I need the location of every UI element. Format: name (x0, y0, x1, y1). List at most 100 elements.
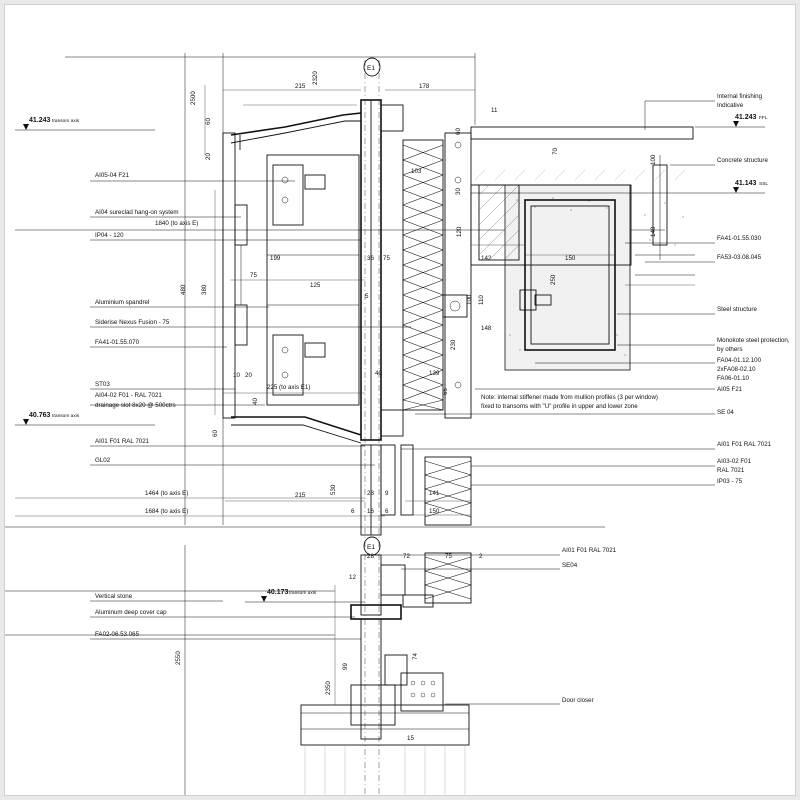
dim-6-b: 6 (385, 508, 389, 515)
dim-139: 139 (429, 370, 440, 377)
dimension-texts: 2500 2320 215 178 11 60 20 60 70 100 103… (175, 71, 657, 742)
dim-75-left: 75 (250, 272, 257, 279)
dim-215-b: 215 (295, 492, 306, 499)
level-value: 40.173 (267, 589, 289, 596)
dim-28-b: 28 (367, 553, 374, 560)
level-value: 41.243 (29, 117, 51, 124)
callout-label: drainage slot 8x20 @ 500ctrs (95, 402, 176, 409)
dim-100-b: 100 (466, 294, 473, 305)
dim-75-b: 75 (445, 553, 452, 560)
dim-178: 178 (419, 83, 430, 90)
level-value: 41.143 (735, 180, 757, 187)
dimension-lines (204, 85, 695, 705)
dim-9: 9 (385, 490, 389, 497)
dim-12: 12 (349, 574, 356, 581)
callout-label: 2xFA08-02.10 (717, 366, 756, 373)
callout-label: FA41-01.55.070 (95, 339, 140, 346)
dim-250: 250 (550, 274, 557, 285)
callout-label: GL02 (95, 457, 111, 464)
dim-5: 5 (365, 293, 369, 300)
dimension-label: 1464 (to axis E) (145, 490, 188, 497)
dim-2320: 2320 (312, 71, 319, 85)
callout-label: FA04-01.12.100 (717, 357, 762, 364)
axis-marker-label: E1 (367, 544, 375, 551)
spandrel-assembly (222, 99, 404, 444)
level-suffix: SSL (759, 181, 768, 187)
dim-530: 530 (330, 484, 337, 495)
level-suffix: transom axis (289, 590, 317, 596)
dim-2500: 2500 (190, 91, 197, 105)
callout-label: FA53-03.08.045 (717, 254, 762, 261)
dim-30: 30 (455, 188, 462, 195)
dim-60-b: 60 (212, 430, 219, 437)
dim-103: 103 (411, 168, 422, 175)
callout-label: Monokote steel protection, (717, 337, 790, 344)
dim-199: 199 (270, 255, 281, 262)
callout-label: Internal finishing (717, 93, 763, 100)
left-callouts: AI05-04 F21 AI04 sureclad hang-on system… (15, 172, 411, 640)
callout-label: AI01 F01 RAL 7021 (562, 547, 617, 554)
callout-label: SE04 (562, 562, 578, 569)
dim-141: 141 (429, 490, 440, 497)
level-value: 41.243 (735, 114, 757, 121)
dim-74: 74 (412, 653, 419, 660)
callout-label: AI05 F21 (717, 386, 743, 393)
drawing-sheet: E1 E1 41.243 transom axis 40.763 transom… (5, 5, 795, 795)
callout-label: FA06-01.10 (717, 375, 750, 382)
level-suffix: FFL (759, 115, 768, 121)
dimension-label: 1840 (to axis E) (155, 220, 198, 227)
callout-label: Siderise Nexus Fusion - 75 (95, 319, 170, 326)
dim-2: 2 (479, 553, 483, 560)
dim-99: 99 (342, 663, 349, 670)
callout-label: FA41-01.55.030 (717, 235, 762, 242)
mineral-wool-insulation-upper (402, 139, 444, 411)
stiffener-note: Note: internal stiffener made from mulli… (481, 394, 658, 410)
callout-label: Aluminium spandrel (95, 299, 149, 306)
level-value: 40.763 (29, 412, 51, 419)
dim-60-right: 60 (455, 128, 462, 135)
right-callouts: Internal finishing Indicative Concrete s… (381, 93, 790, 705)
dim-380: 380 (201, 284, 208, 295)
callout-label: RAL 7021 (717, 467, 745, 474)
callout-label: Vertical stone (95, 593, 133, 600)
callout-label: Door closer (562, 697, 594, 704)
level-marker-40763-transom: 40.763 transom axis (15, 412, 155, 426)
callout-label: AI03-02 F01 (717, 458, 752, 465)
callout-label: AI01 F01 RAL 7021 (717, 441, 772, 448)
callout-label: ST03 (95, 381, 110, 388)
callout-label: AI05-04 F21 (95, 172, 130, 179)
dim-100: 100 (650, 154, 657, 165)
dim-110: 110 (478, 295, 485, 305)
dim-20: 20 (205, 153, 212, 160)
dim-11: 11 (491, 107, 498, 114)
dim-150: 150 (565, 255, 576, 262)
callout-label: IP03 - 75 (717, 478, 743, 485)
dim-230: 230 (450, 339, 457, 350)
dim-28: 28 (367, 490, 374, 497)
dim-10: 10 (233, 372, 240, 379)
dim-215: 215 (295, 83, 306, 90)
level-marker-41243-transom: 41.243 transom axis (15, 117, 155, 131)
concrete-slab (470, 126, 695, 371)
dim-20-b: 20 (245, 372, 252, 379)
callout-label: IP04 - 120 (95, 232, 124, 239)
level-marker-40173-transom: 40.173 transom axis (245, 589, 365, 603)
dim-40: 40 (375, 370, 382, 377)
callout-label: by others (717, 346, 742, 353)
dim-150-b: 150 (429, 508, 440, 515)
callout-label: FA02-06.53.065 (95, 631, 140, 638)
dim-2350: 2350 (325, 681, 332, 695)
level-marker-41243-ffl: 41.243 FFL (695, 114, 768, 128)
dim-36: 36 (367, 255, 374, 262)
dim-6: 6 (351, 508, 355, 515)
callout-label: Concrete structure (717, 157, 768, 164)
dim-125: 125 (310, 282, 321, 289)
level-marker-41143-ssl: 41.143 SSL (695, 180, 768, 194)
callout-label: SE 04 (717, 409, 734, 416)
dim-480: 480 (180, 284, 187, 295)
dim-40-b: 40 (252, 398, 259, 405)
callout-label: Steel structure (717, 306, 757, 313)
callout-label: Aluminum deep cover cap (95, 609, 167, 616)
level-suffix: transom axis (52, 118, 80, 124)
dim-140: 140 (650, 226, 657, 237)
